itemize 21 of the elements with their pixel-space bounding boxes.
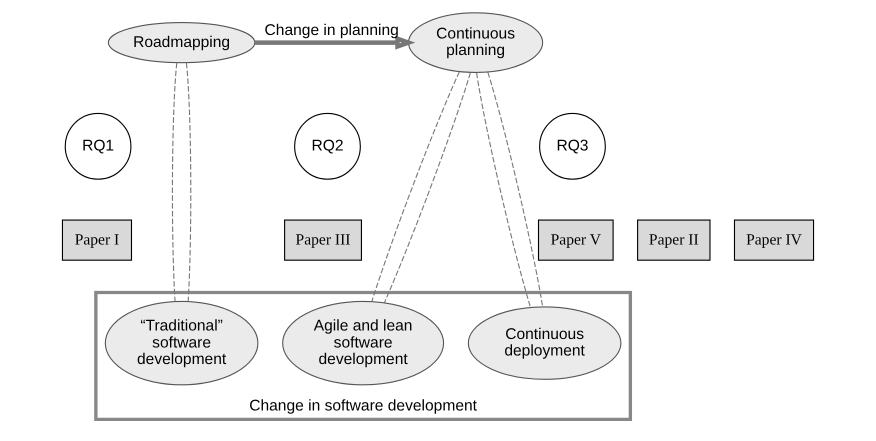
connector xyxy=(371,72,460,302)
node-box: Paper V xyxy=(538,220,614,261)
connector xyxy=(172,62,178,302)
connector xyxy=(186,62,192,302)
connector xyxy=(476,72,531,308)
node-box: Paper II xyxy=(637,220,711,261)
arrow xyxy=(255,36,416,50)
node-box: Paper IV xyxy=(734,220,814,261)
node-box: Paper I xyxy=(62,220,132,261)
edge-label: Change in planning xyxy=(264,22,399,40)
node-ellipse: Agile and lean software development xyxy=(282,300,444,386)
connector xyxy=(487,72,544,307)
node-ellipse: “Traditional” software development xyxy=(104,300,258,386)
node-ellipse: Continuous deployment xyxy=(468,306,622,380)
connector xyxy=(384,72,471,303)
node-box: Paper III xyxy=(284,220,362,261)
node-circle: RQ3 xyxy=(539,112,606,180)
node-circle: RQ1 xyxy=(64,112,132,180)
node-ellipse: Continuous planning xyxy=(408,12,544,73)
node-circle: RQ2 xyxy=(294,112,361,180)
node-ellipse: Roadmapping xyxy=(108,22,256,64)
